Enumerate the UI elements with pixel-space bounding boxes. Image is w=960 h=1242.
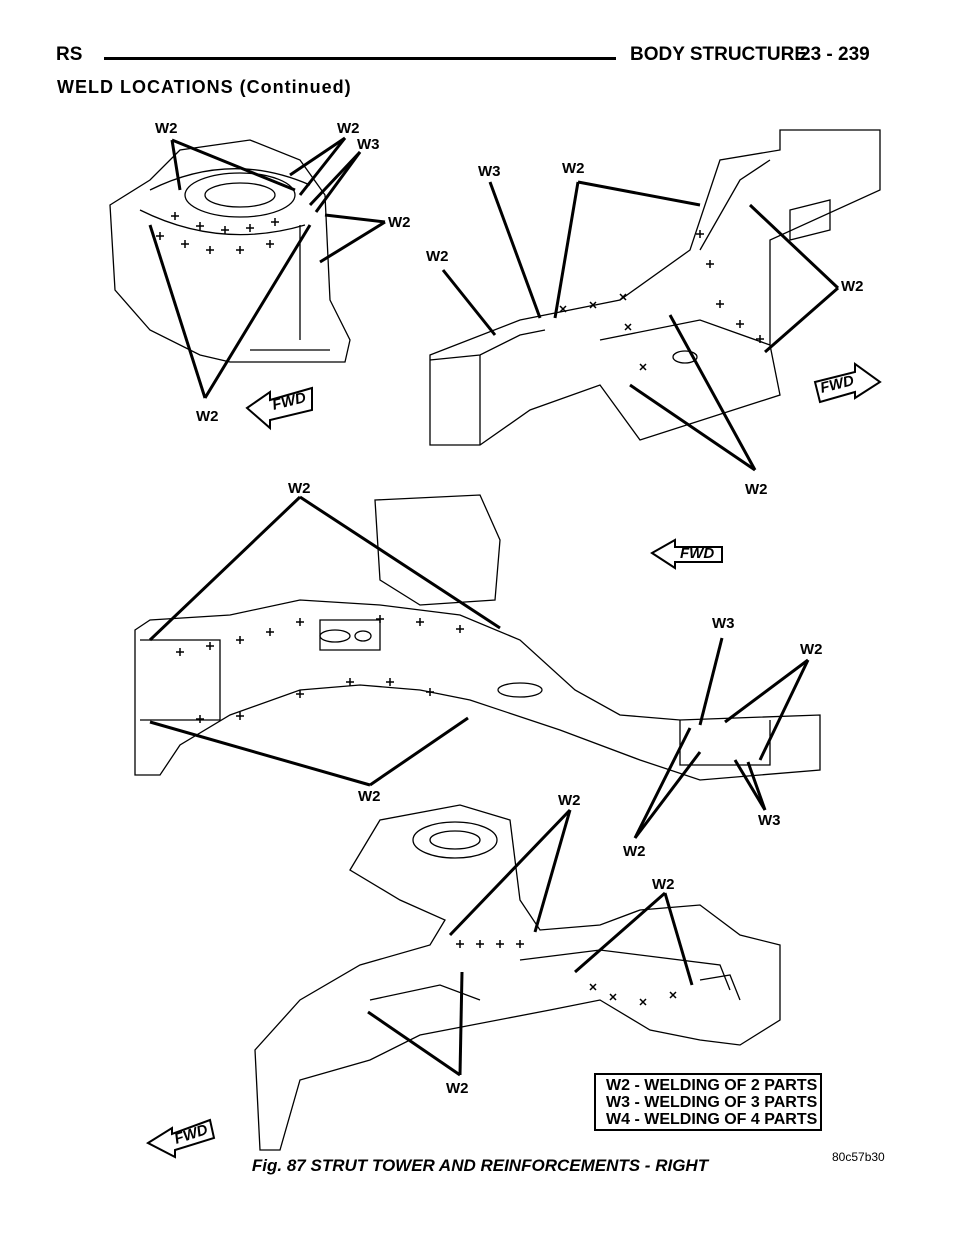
- callout-w3: W3: [712, 615, 735, 632]
- legend-line: W2 - WELDING OF 2 PARTS: [606, 1077, 818, 1094]
- callout-w2: W2: [155, 120, 178, 137]
- strut-tower-view-1: [109, 139, 351, 363]
- figure-code: 80c57b30: [832, 1150, 885, 1164]
- figure-caption: Fig. 87 STRUT TOWER AND REINFORCEMENTS -…: [251, 1156, 709, 1175]
- callout-w2: W2: [337, 120, 360, 137]
- callout-w3: W3: [357, 136, 380, 153]
- callout-w2: W2: [446, 1080, 469, 1097]
- weld-legend-box: W2 - WELDING OF 2 PARTS W3 - WELDING OF …: [594, 1073, 822, 1131]
- header-section: BODY STRUCTURE: [630, 44, 807, 65]
- weld-marks: [156, 212, 764, 1006]
- header-left: RS: [56, 44, 83, 65]
- callout-w2: W2: [196, 408, 219, 425]
- side-rail-view: [134, 494, 821, 781]
- header-rule: [104, 57, 616, 60]
- callout-w3: W3: [478, 163, 501, 180]
- header-page-number: 23 - 239: [800, 44, 870, 65]
- callout-w2: W2: [562, 160, 585, 177]
- callout-w3: W3: [758, 812, 781, 829]
- fwd-arrow-shapes: [145, 362, 882, 1159]
- fwd-label: FWD: [680, 545, 715, 562]
- callout-w2: W2: [558, 792, 581, 809]
- lower-assembly-view: [254, 804, 781, 1151]
- legend-line: W4 - WELDING OF 4 PARTS: [606, 1111, 818, 1128]
- callout-w2: W2: [288, 480, 311, 497]
- callout-w2: W2: [623, 843, 646, 860]
- callout-w2: W2: [426, 248, 449, 265]
- callout-w2: W2: [388, 214, 411, 231]
- frame-rail-view: [429, 129, 881, 446]
- legend-line: W3 - WELDING OF 3 PARTS: [606, 1094, 818, 1111]
- callout-w2: W2: [358, 788, 381, 805]
- callout-w2: W2: [841, 278, 864, 295]
- callout-w2: W2: [745, 481, 768, 498]
- section-subtitle: WELD LOCATIONS (Continued): [57, 77, 352, 97]
- callout-leaders: [148, 136, 840, 1077]
- callout-w2: W2: [800, 641, 823, 658]
- callout-w2: W2: [652, 876, 675, 893]
